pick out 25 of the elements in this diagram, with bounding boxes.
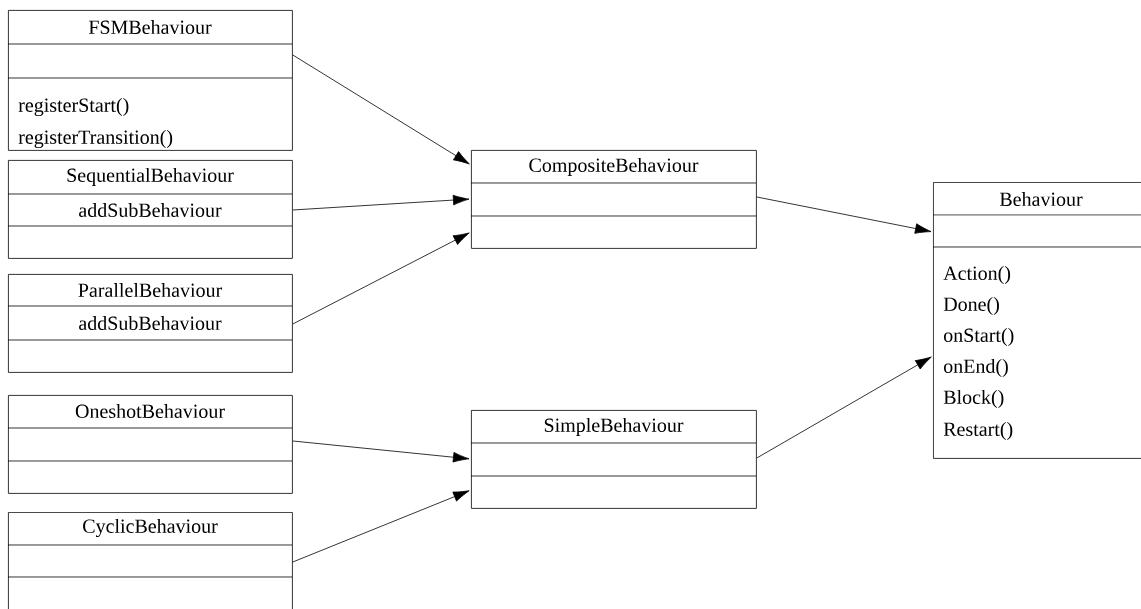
member-name: Action() <box>943 265 1011 285</box>
member-name: Restart() <box>943 421 1013 441</box>
class-name: FSMBehaviour <box>88 19 212 34</box>
class-name: CyclicBehaviour <box>83 518 218 538</box>
member-name: onStart() <box>943 327 1014 347</box>
arrow <box>292 232 470 325</box>
arrow <box>292 440 470 463</box>
class-name: Behaviour <box>999 191 1083 206</box>
member-name: registerStart() <box>18 97 129 117</box>
arrow <box>292 54 470 165</box>
member-name: addSubBehaviour <box>79 202 222 217</box>
member-name: Block() <box>943 389 1004 409</box>
class-name: SequentialBehaviour <box>67 167 234 187</box>
arrow <box>292 490 470 563</box>
member-name: onEnd() <box>943 358 1008 378</box>
class-name: OneshotBehaviour <box>75 403 225 418</box>
class-name: CompositeBehaviour <box>529 157 699 177</box>
arrow <box>756 196 932 234</box>
member-name: Done() <box>943 296 999 316</box>
arrow <box>756 356 932 459</box>
member-name: registerTransition() <box>18 129 173 149</box>
arrow <box>292 194 470 211</box>
class-name: ParallelBehaviour <box>78 282 223 297</box>
class-name: SimpleBehaviour <box>544 417 684 437</box>
member-name: addSubBehaviour <box>79 315 222 330</box>
